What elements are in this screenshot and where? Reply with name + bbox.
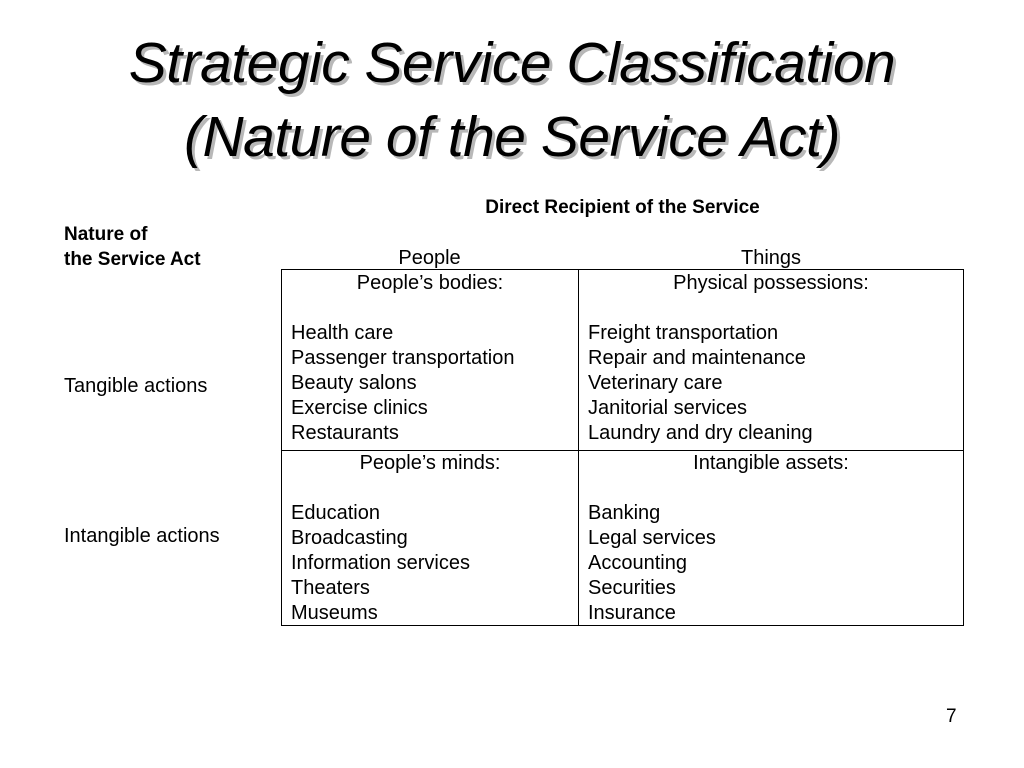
list-item: Freight transportation — [588, 322, 779, 344]
list-item: Exercise clinics — [291, 397, 428, 419]
slide-title-line-1: Strategic Service Classification — [128, 31, 896, 95]
cell-heading: People’s minds: — [359, 452, 501, 474]
cell-physical-possessions: Physical possessions: Freight transporta… — [579, 271, 963, 446]
recipient-header: Direct Recipient of the Service — [485, 197, 760, 218]
column-header-people: People — [398, 247, 461, 269]
list-item: Beauty salons — [291, 372, 417, 394]
cell-heading: Intangible assets: — [693, 452, 849, 474]
table-divider-horizontal — [282, 450, 963, 451]
list-item: Information services — [291, 552, 470, 574]
row-label-intangible: Intangible actions — [64, 525, 220, 547]
list-item: Banking — [588, 502, 661, 524]
slide-title-line-2: (Nature of the Service Act) — [184, 105, 840, 169]
nature-header-line-1: Nature of — [64, 224, 148, 245]
page-number: 7 — [946, 706, 957, 727]
classification-table: People’s bodies: Health care Passenger t… — [281, 269, 964, 626]
cell-intangible-assets: Intangible assets: Banking Legal service… — [579, 451, 963, 626]
table-divider-vertical — [578, 270, 579, 625]
list-item: Legal services — [588, 527, 716, 549]
list-item: Repair and maintenance — [588, 347, 806, 369]
cell-heading: People’s bodies: — [356, 272, 504, 294]
list-item: Health care — [291, 322, 394, 344]
cell-people-bodies: People’s bodies: Health care Passenger t… — [282, 271, 578, 446]
list-item: Restaurants — [291, 422, 399, 444]
list-item: Janitorial services — [588, 397, 747, 419]
list-item: Theaters — [291, 577, 370, 599]
list-item: Securities — [588, 577, 676, 599]
list-item: Insurance — [588, 602, 676, 624]
slide-title: Strategic Service Classification (Nature… — [0, 26, 1024, 174]
cell-people-minds: People’s minds: Education Broadcasting I… — [282, 451, 578, 626]
column-header-things: Things — [740, 247, 802, 269]
list-item: Museums — [291, 602, 378, 624]
list-item: Passenger transportation — [291, 347, 515, 369]
nature-header: Nature of the Service Act — [64, 222, 201, 272]
list-item: Broadcasting — [291, 527, 408, 549]
list-item: Laundry and dry cleaning — [588, 422, 813, 444]
row-label-tangible: Tangible actions — [64, 375, 208, 397]
list-item: Education — [291, 502, 380, 524]
cell-heading: Physical possessions: — [673, 272, 869, 294]
list-item: Veterinary care — [588, 372, 723, 394]
nature-header-line-2: the Service Act — [64, 249, 201, 270]
list-item: Accounting — [588, 552, 687, 574]
